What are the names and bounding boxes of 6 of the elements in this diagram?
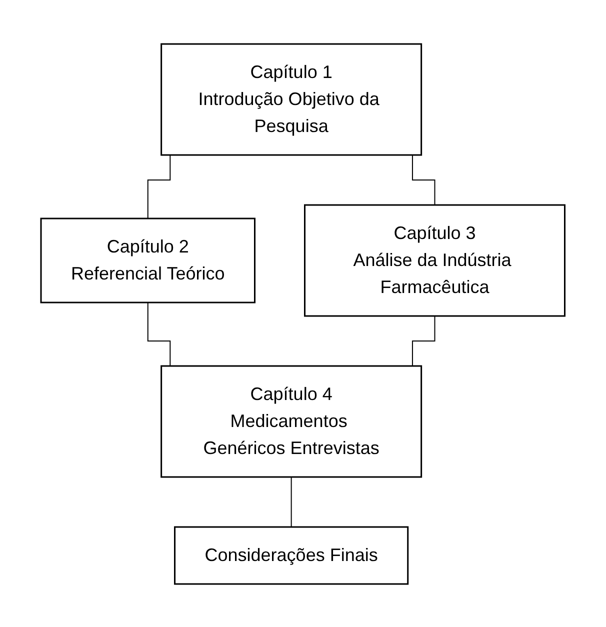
node-box: Capítulo 3 Análise da Indústria Farmacêutica (304, 204, 566, 316)
node-box: Capítulo 4 Medicamentos Genéricos Entrevistas (160, 364, 422, 478)
connector (290, 476, 292, 527)
node-box: Capítulo 2 Referencial Teórico (40, 217, 256, 303)
node-box: Capítulo 1 Introdução Objetivo da Pesquisa (160, 42, 422, 156)
node-box: Considerações Finais (174, 526, 409, 584)
